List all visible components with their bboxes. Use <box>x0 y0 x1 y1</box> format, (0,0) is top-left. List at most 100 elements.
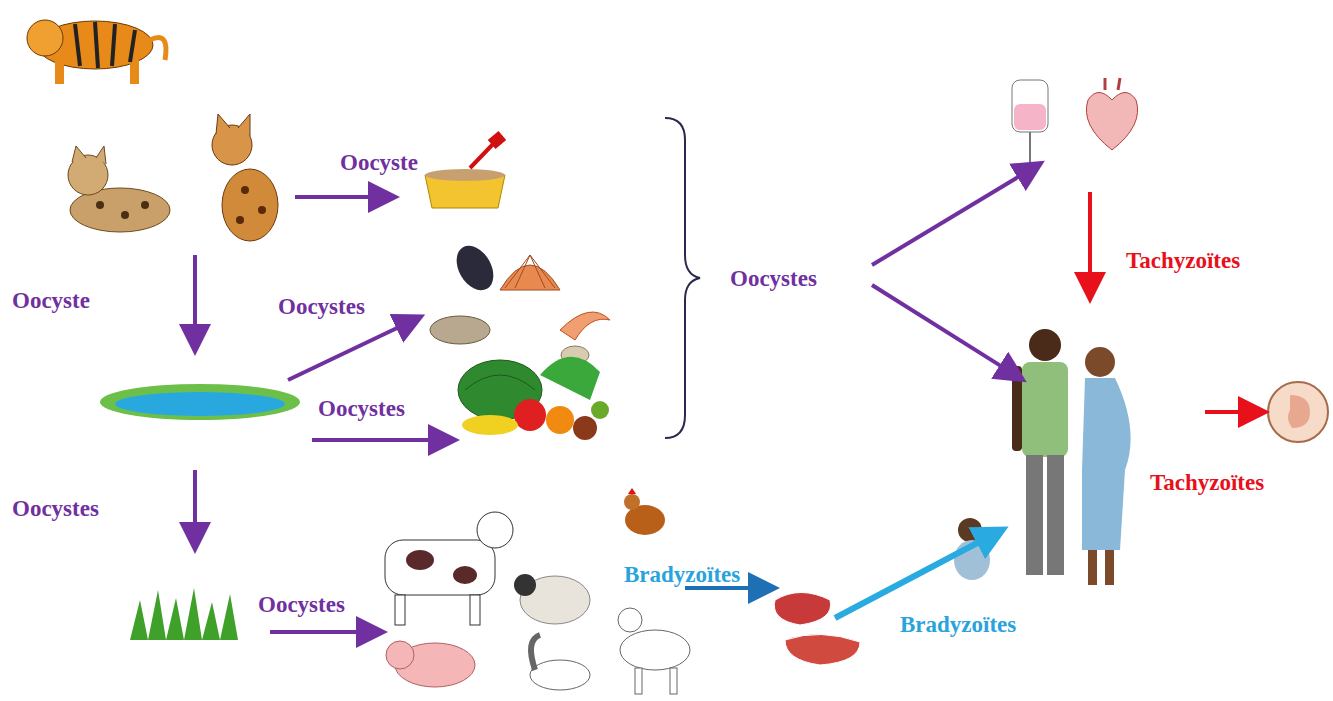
fruits-vegetables <box>458 357 609 440</box>
arrow <box>872 285 1020 378</box>
pregnant-woman <box>1082 347 1131 585</box>
chicken <box>624 494 640 510</box>
man <box>1029 329 1061 361</box>
arrow-label: Oocystes <box>276 294 367 319</box>
cow <box>406 550 434 570</box>
man <box>1012 329 1068 575</box>
cat <box>72 146 106 164</box>
goose <box>530 660 590 690</box>
tiger <box>130 60 139 84</box>
seafood <box>430 316 490 344</box>
fruits-vegetables <box>573 416 597 440</box>
man <box>1047 455 1064 575</box>
transfusion-bag <box>1012 80 1048 132</box>
cat <box>222 169 278 241</box>
cat <box>258 206 266 214</box>
arrow-label: Bradyzoïtes <box>622 562 742 587</box>
seafood <box>560 312 610 340</box>
cat <box>141 201 149 209</box>
cat <box>216 114 250 136</box>
cat <box>96 201 104 209</box>
goat <box>635 668 642 694</box>
man <box>1022 362 1068 457</box>
pregnant-woman <box>1088 550 1097 585</box>
arrow <box>288 318 418 380</box>
tiger <box>27 20 166 84</box>
sheep <box>514 574 536 596</box>
arrow-label: Oocyste <box>338 150 420 175</box>
fetus <box>1268 382 1328 442</box>
man <box>1012 366 1022 451</box>
transfusion-bag <box>1014 104 1046 130</box>
baby <box>958 518 982 542</box>
arrow-label: Tachyzoïtes <box>1124 248 1242 273</box>
arrow <box>195 165 1038 632</box>
water <box>100 384 300 420</box>
heart <box>1105 78 1120 90</box>
meat <box>774 593 860 666</box>
arrow <box>193 255 197 348</box>
cat <box>212 114 278 241</box>
pig <box>386 641 414 669</box>
meat <box>774 593 830 626</box>
cow <box>385 540 495 595</box>
arrow-label: Bradyzoïtes <box>898 612 1018 637</box>
arrow-label: Tachyzoïtes <box>1148 470 1266 495</box>
goat <box>618 608 690 694</box>
seafood <box>500 265 560 290</box>
arrow <box>872 165 1038 265</box>
arrow <box>312 438 452 442</box>
grass <box>130 588 238 640</box>
litter-box <box>470 142 495 168</box>
arrow-label: Oocyste <box>10 288 92 313</box>
arrow <box>270 630 380 634</box>
cow <box>395 595 405 625</box>
water <box>115 392 285 416</box>
cat <box>68 146 170 232</box>
fruits-vegetables <box>591 401 609 419</box>
pig <box>386 641 475 687</box>
litter-box <box>425 131 506 208</box>
pregnant-woman <box>1105 550 1114 585</box>
arrow-label: Oocystes <box>728 266 819 291</box>
cat <box>121 211 129 219</box>
tiger <box>27 20 63 56</box>
cow <box>477 512 513 548</box>
transfusion-bag <box>1012 80 1048 165</box>
fruits-vegetables <box>546 406 574 434</box>
arrow <box>835 532 998 618</box>
arrow <box>1205 410 1262 414</box>
fetus <box>1288 395 1310 428</box>
arrow-label: Oocystes <box>10 496 101 521</box>
tiger <box>150 38 166 61</box>
pregnant-woman <box>1085 347 1115 377</box>
tiger <box>75 22 135 68</box>
transfusion-bag <box>1029 132 1031 165</box>
goose <box>531 635 540 670</box>
seafood <box>430 239 610 364</box>
chicken <box>628 488 636 494</box>
arrow <box>835 532 998 618</box>
pregnant-woman <box>1082 378 1131 550</box>
cat <box>241 186 249 194</box>
heart <box>1086 78 1137 150</box>
heart <box>1086 93 1137 151</box>
fetus <box>1268 382 1328 442</box>
arrow <box>193 470 197 546</box>
water <box>100 384 300 420</box>
tiger <box>55 60 64 84</box>
cat <box>236 216 244 224</box>
seafood <box>505 255 555 288</box>
fruits-vegetables <box>540 357 600 400</box>
chicken <box>624 488 665 535</box>
brace <box>665 118 700 438</box>
goat <box>670 668 677 694</box>
fruits-vegetables <box>514 399 546 431</box>
goat <box>620 630 690 670</box>
fruits-vegetables <box>462 415 518 435</box>
goat <box>618 608 642 632</box>
arrow <box>295 195 392 199</box>
cow <box>453 566 477 584</box>
seafood <box>449 239 501 297</box>
